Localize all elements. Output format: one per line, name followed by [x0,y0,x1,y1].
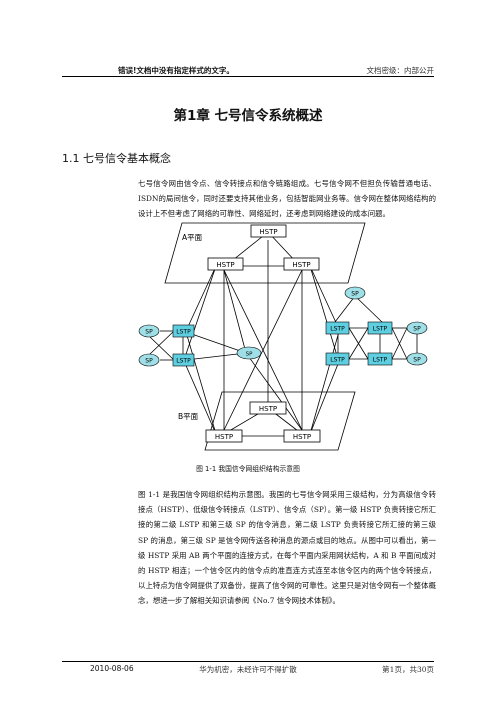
header-security-level: 文档密级：内部公开 [366,66,435,75]
footer-rule [62,661,434,662]
svg-text:SP: SP [145,358,153,365]
hstp-b-top: HSTP [249,401,287,415]
svg-text:SP: SP [246,352,253,358]
lstp-left-bottom: LSTP [172,353,195,367]
footer-confidential-notice: 华为机密，未经许可不得扩散 [199,665,297,674]
hstp-a-left: HSTP [207,257,244,271]
sp-right-top-2: SP [406,321,428,335]
svg-text:LSTP: LSTP [373,326,388,333]
svg-text:LSTP: LSTP [176,329,191,336]
hstp-b-right: HSTP [283,429,321,443]
svg-text:SP: SP [413,326,421,333]
sp-right-bottom: SP [406,352,428,366]
svg-text:HSTP: HSTP [259,228,277,236]
svg-text:SP: SP [351,291,359,298]
sp-middle: SP [236,346,262,360]
svg-text:HSTP: HSTP [216,261,234,269]
lstp-right-2-bottom: LSTP [367,352,393,366]
svg-text:SP: SP [413,357,421,364]
svg-text:HSTP: HSTP [292,261,310,269]
section-title: 1.1 七号信令基本概念 [62,152,171,165]
footer-date: 2010-08-06 [90,664,134,673]
svg-text:HSTP: HSTP [259,405,277,413]
svg-text:HSTP: HSTP [293,433,311,441]
svg-text:LSTP: LSTP [330,357,345,364]
sp-left-top: SP [138,324,160,338]
plane-a-label: A平面 [182,233,203,242]
sp-right-top: SP [344,286,366,300]
plane-b-label: B平面 [178,412,199,421]
svg-text:LSTP: LSTP [176,358,191,365]
header-rule [62,76,434,77]
figure-description-paragraph: 图 1-1 是我国信令网组织结构示意图。我国的七号信令网采用三级结构，分为高级信… [138,490,436,606]
hstp-a-right: HSTP [283,257,320,271]
svg-text:HSTP: HSTP [215,433,233,441]
header-doc-title: 错误!文档中没有指定样式的文字。 [118,66,234,75]
footer-page-number: 第1页，共30页 [382,665,434,674]
signaling-network-diagram: A平面 B平面 HSTP HSTP HSTP HSTP HSTP HSTP LS… [138,222,428,451]
svg-text:SP: SP [145,329,153,336]
svg-text:LSTP: LSTP [330,326,345,333]
lstp-right-1-bottom: LSTP [325,352,350,366]
lstp-right-1-top: LSTP [325,321,350,335]
svg-text:LSTP: LSTP [373,357,388,364]
lstp-left-top: LSTP [172,324,195,338]
hstp-b-left: HSTP [205,429,243,443]
chapter-title: 第1章 七号信令系统概述 [173,108,323,124]
lstp-right-2-top: LSTP [367,321,393,335]
figure-caption: 图 1-1 我国信令网组织结构示意图 [196,465,300,473]
intro-paragraph: 七号信令网由信令点、信令转接点和信令链路组成。七号信令网不但担负传输普通电话、I… [138,179,436,219]
sp-left-bottom: SP [138,353,160,367]
plane-a [164,222,366,284]
hstp-a-top: HSTP [250,224,287,238]
